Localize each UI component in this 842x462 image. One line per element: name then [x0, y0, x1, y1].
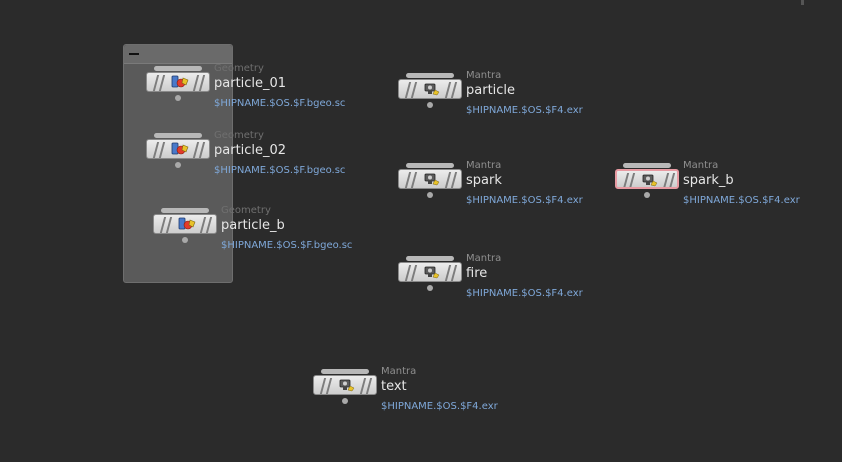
node-body[interactable]: [313, 375, 377, 395]
node-cap: [406, 163, 454, 168]
node-output-path: $HIPNAME.$OS.$F.bgeo.sc: [214, 165, 346, 176]
node-name-label[interactable]: particle: [466, 83, 516, 98]
mantra-node-text[interactable]: [313, 369, 377, 405]
output-port[interactable]: [427, 192, 433, 198]
mantra-rop-icon: [339, 379, 355, 392]
output-port[interactable]: [644, 192, 650, 198]
node-cap: [154, 66, 202, 71]
node-type-label: Geometry: [214, 63, 264, 74]
node-cap: [623, 163, 671, 168]
node-output-path: $HIPNAME.$OS.$F4.exr: [381, 401, 498, 412]
node-cap: [406, 256, 454, 261]
output-port[interactable]: [342, 398, 348, 404]
geometry-node-particle-b[interactable]: [153, 208, 217, 244]
node-body[interactable]: [153, 214, 217, 234]
node-name-label[interactable]: text: [381, 379, 407, 394]
geometry-rop-icon: [171, 142, 189, 155]
scrollbar-thumb[interactable]: [801, 0, 804, 5]
mantra-rop-icon: [424, 173, 440, 186]
node-body[interactable]: [398, 169, 462, 189]
node-name-label[interactable]: spark: [466, 173, 502, 188]
output-port[interactable]: [427, 102, 433, 108]
output-port[interactable]: [427, 285, 433, 291]
node-type-label: Mantra: [381, 366, 417, 377]
node-output-path: $HIPNAME.$OS.$F.bgeo.sc: [214, 98, 346, 109]
node-cap: [321, 369, 369, 374]
node-type-label: Geometry: [221, 205, 271, 216]
output-port[interactable]: [182, 237, 188, 243]
geometry-rop-icon: [178, 217, 196, 230]
node-output-path: $HIPNAME.$OS.$F4.exr: [683, 195, 800, 206]
node-body[interactable]: [398, 79, 462, 99]
node-cap: [154, 133, 202, 138]
node-name-label[interactable]: spark_b: [683, 173, 734, 188]
output-port[interactable]: [175, 162, 181, 168]
network-box-header[interactable]: [124, 45, 232, 64]
minus-icon[interactable]: [128, 48, 140, 60]
node-body[interactable]: [146, 139, 210, 159]
mantra-node-spark[interactable]: [398, 163, 462, 199]
mantra-node-particle[interactable]: [398, 73, 462, 109]
node-type-label: Mantra: [466, 253, 502, 264]
node-body[interactable]: [146, 72, 210, 92]
geometry-rop-icon: [171, 75, 189, 88]
node-cap: [161, 208, 209, 213]
node-output-path: $HIPNAME.$OS.$F.bgeo.sc: [221, 240, 353, 251]
node-name-label[interactable]: fire: [466, 266, 488, 281]
output-port[interactable]: [175, 95, 181, 101]
node-cap: [406, 73, 454, 78]
node-output-path: $HIPNAME.$OS.$F4.exr: [466, 288, 583, 299]
node-type-label: Geometry: [214, 130, 264, 141]
mantra-node-spark-b[interactable]: [615, 163, 679, 199]
node-name-label[interactable]: particle_02: [214, 143, 287, 158]
mantra-node-fire[interactable]: [398, 256, 462, 292]
node-type-label: Mantra: [683, 160, 719, 171]
node-name-label[interactable]: particle_b: [221, 218, 285, 233]
node-body[interactable]: [615, 169, 679, 189]
node-type-label: Mantra: [466, 70, 502, 81]
node-output-path: $HIPNAME.$OS.$F4.exr: [466, 105, 583, 116]
geometry-node-particle-01[interactable]: [146, 66, 210, 102]
mantra-rop-icon: [424, 83, 440, 96]
mantra-rop-icon: [642, 174, 658, 187]
geometry-node-particle-02[interactable]: [146, 133, 210, 169]
node-body[interactable]: [398, 262, 462, 282]
node-type-label: Mantra: [466, 160, 502, 171]
node-output-path: $HIPNAME.$OS.$F4.exr: [466, 195, 583, 206]
mantra-rop-icon: [424, 266, 440, 279]
node-name-label[interactable]: particle_01: [214, 76, 287, 91]
